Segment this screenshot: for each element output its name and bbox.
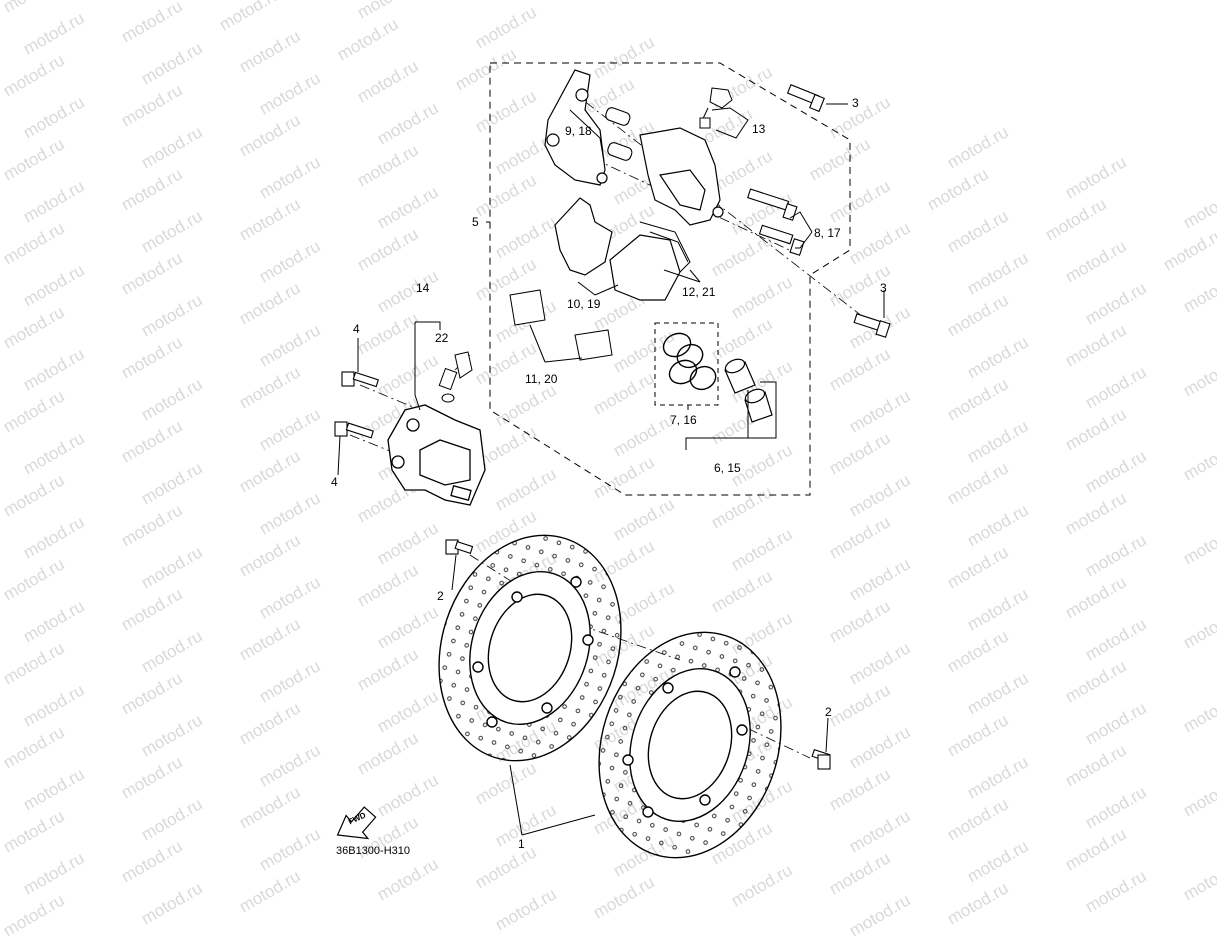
callout-10-19: 10, 19	[567, 297, 601, 311]
caliper-body	[639, 127, 724, 226]
callout-14: 14	[416, 281, 430, 295]
callout-5: 5	[472, 215, 479, 229]
brake-disc-left	[438, 534, 622, 762]
callout-13: 13	[752, 122, 766, 136]
callout-22: 22	[435, 331, 449, 345]
callout-2-left: 2	[437, 589, 444, 603]
diagram-code: 36B1300-H310	[336, 845, 411, 857]
fwd-arrow-icon	[336, 806, 377, 840]
pin-boots	[605, 107, 633, 161]
callout-4-bottom: 4	[331, 475, 338, 489]
callout-11-20: 11, 20	[525, 372, 558, 386]
callout-6-15: 6, 15	[714, 461, 741, 475]
exploded-parts-diagram	[334, 62, 891, 859]
pad-spring	[639, 221, 691, 273]
caliper-kit-outline	[489, 62, 851, 496]
caliper-assembly	[387, 404, 486, 506]
callout-2-right: 2	[825, 705, 832, 719]
callout-3-right: 3	[880, 281, 887, 295]
callout-9-18: 9, 18	[565, 124, 592, 138]
piston-seals	[654, 322, 719, 406]
callout-1: 1	[518, 837, 525, 851]
callout-8-17: 8, 17	[814, 226, 841, 240]
callout-7-16: 7, 16	[670, 413, 697, 427]
caliper-bracket	[544, 69, 608, 186]
callout-4-top: 4	[353, 322, 360, 336]
leader-lines	[337, 103, 885, 836]
bleed-screw	[699, 87, 733, 129]
bleed-screw-22	[438, 351, 473, 403]
disc-bolts	[445, 539, 831, 770]
callout-3-top: 3	[852, 96, 859, 110]
brake-disc-right	[598, 631, 782, 859]
brake-pads	[554, 197, 681, 301]
bolts	[747, 84, 891, 338]
pistons	[724, 358, 773, 423]
callout-12-21: 12, 21	[682, 285, 716, 299]
caliper-mount-bolts	[334, 371, 380, 439]
pad-shims	[509, 289, 613, 361]
